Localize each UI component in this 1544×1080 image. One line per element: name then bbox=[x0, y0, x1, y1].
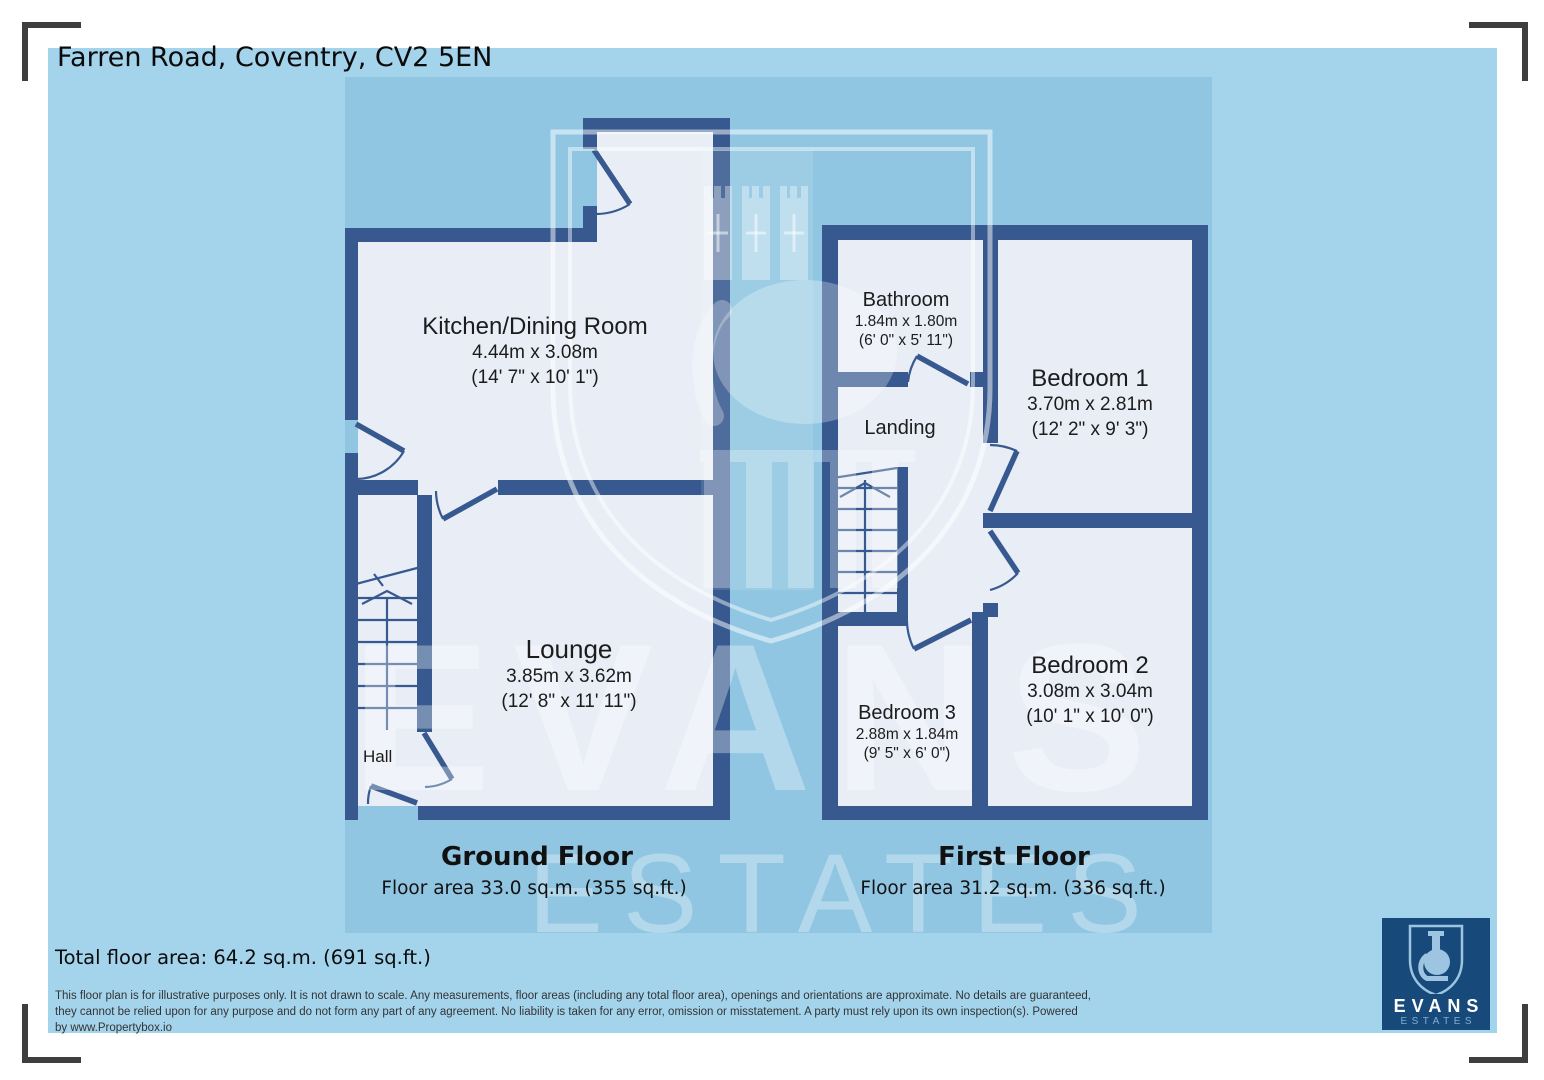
first-floor-title: First Floor bbox=[938, 842, 1090, 872]
lounge-dims-metric: 3.85m x 3.62m bbox=[506, 666, 632, 687]
first-floor-area: Floor area 31.2 sq.m. (336 sq.ft.) bbox=[860, 878, 1166, 899]
room-label-hall: Hall bbox=[363, 747, 393, 766]
bathroom-dims-imperial: (6' 0" x 5' 11") bbox=[858, 332, 954, 349]
room-label-lounge: Lounge 3.85m x 3.62m (12' 8" x 11' 11") bbox=[501, 635, 636, 714]
ground-floor-title: Ground Floor bbox=[441, 842, 633, 872]
disclaimer: This floor plan is for illustrative purp… bbox=[55, 988, 1091, 1036]
room-label-bedroom3: Bedroom 3 2.88m x 1.84m (9' 5" x 6' 0") bbox=[856, 702, 959, 763]
bedroom1-name: Bedroom 1 bbox=[1031, 365, 1149, 392]
landing-name: Landing bbox=[864, 417, 936, 439]
room-label-bedroom1: Bedroom 1 3.70m x 2.81m (12' 2" x 9' 3") bbox=[1027, 365, 1153, 442]
lounge-dims-imperial: (12' 8" x 11' 11") bbox=[501, 691, 637, 712]
bedroom1-dims-metric: 3.70m x 2.81m bbox=[1027, 394, 1153, 415]
room-label-bedroom2: Bedroom 2 3.08m x 3.04m (10' 1" x 10' 0"… bbox=[1026, 652, 1153, 729]
bedroom3-dims-metric: 2.88m x 1.84m bbox=[855, 726, 959, 743]
agency-logo: EVANS ESTATES bbox=[1382, 918, 1490, 1030]
disclaimer-line-2: they cannot be relied upon for any purpo… bbox=[55, 1006, 1078, 1018]
bedroom1-dims-imperial: (12' 2" x 9' 3") bbox=[1031, 419, 1149, 440]
disclaimer-line-1: This floor plan is for illustrative purp… bbox=[55, 990, 1091, 1002]
plan-backdrop bbox=[345, 77, 1212, 933]
corner-bracket-top-left-icon bbox=[22, 22, 81, 81]
page-title: Farren Road, Coventry, CV2 5EN bbox=[57, 42, 493, 73]
room-label-bathroom: Bathroom 1.84m x 1.80m (6' 0" x 5' 11") bbox=[855, 289, 958, 350]
bedroom3-dims-imperial: (9' 5" x 6' 0") bbox=[863, 745, 951, 762]
bedroom2-name: Bedroom 2 bbox=[1031, 652, 1149, 679]
logo-subtitle: ESTATES bbox=[1400, 1016, 1477, 1027]
logo-name: EVANS bbox=[1393, 996, 1485, 1016]
disclaimer-line-3: by www.Propertybox.io bbox=[55, 1022, 172, 1034]
lounge-name: Lounge bbox=[525, 634, 613, 664]
corner-bracket-bottom-right-icon bbox=[1469, 1004, 1528, 1063]
kitchen-dims-metric: 4.44m x 3.08m bbox=[472, 342, 598, 363]
kitchen-name: Kitchen/Dining Room bbox=[422, 313, 648, 340]
bedroom3-name: Bedroom 3 bbox=[858, 702, 956, 724]
kitchen-dims-imperial: (14' 7" x 10' 1") bbox=[471, 367, 599, 388]
total-floor-area: Total floor area: 64.2 sq.m. (691 sq.ft.… bbox=[55, 946, 431, 969]
room-label-landing: Landing bbox=[864, 417, 935, 440]
corner-bracket-top-right-icon bbox=[1469, 22, 1528, 81]
ground-floor-area: Floor area 33.0 sq.m. (355 sq.ft.) bbox=[381, 878, 687, 899]
corner-bracket-bottom-left-icon bbox=[22, 1004, 81, 1063]
logo-shield-icon bbox=[1408, 924, 1464, 997]
bathroom-name: Bathroom bbox=[862, 289, 950, 311]
bedroom2-dims-metric: 3.08m x 3.04m bbox=[1027, 681, 1153, 702]
bathroom-dims-metric: 1.84m x 1.80m bbox=[854, 313, 958, 330]
room-label-kitchen: Kitchen/Dining Room 4.44m x 3.08m (14' 7… bbox=[422, 313, 647, 390]
bedroom2-dims-imperial: (10' 1" x 10' 0") bbox=[1026, 706, 1154, 727]
